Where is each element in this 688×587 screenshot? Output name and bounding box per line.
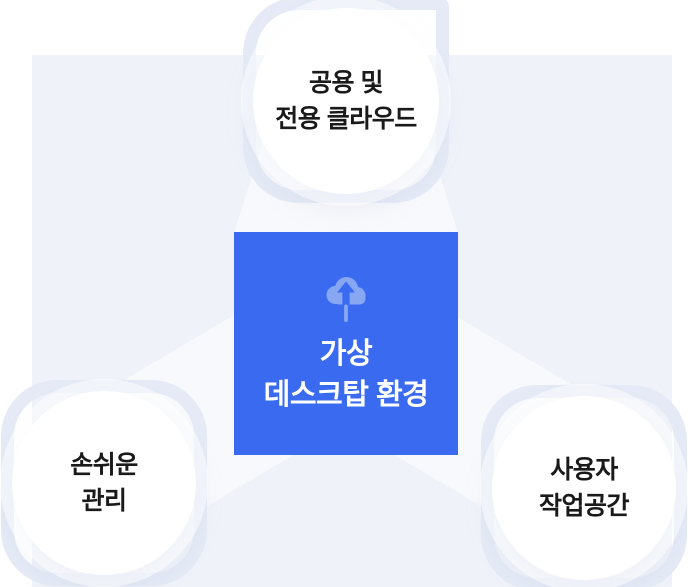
decor-frame-bottom-left bbox=[1, 380, 207, 586]
node-easy-management: 손쉬운 관리 bbox=[12, 391, 196, 575]
center-label: 가상 데스크탑 환경 bbox=[264, 334, 429, 414]
node-user-workspace: 사용자 작업공간 bbox=[492, 396, 676, 580]
node-public-private-cloud: 공용 및 전용 클라우드 bbox=[253, 8, 439, 194]
node-label-line: 작업공간 bbox=[538, 492, 630, 520]
node-label-line: 사용자 bbox=[550, 455, 618, 484]
cloud-upload-icon bbox=[326, 277, 366, 323]
center-virtual-desktop-card: 가상 데스크탑 환경 bbox=[234, 232, 458, 455]
node-label-line: 공용 및 bbox=[309, 68, 383, 97]
node-label-line: 손쉬운 bbox=[70, 450, 138, 479]
decor-frame-top bbox=[243, 0, 449, 203]
node-label-line: 전용 클라우드 bbox=[275, 105, 417, 133]
node-label-line: 관리 bbox=[81, 487, 127, 515]
center-label-line: 데스크탑 환경 bbox=[263, 378, 429, 411]
decor-frame-bottom-right bbox=[481, 385, 687, 587]
center-label-line: 가상 bbox=[319, 338, 373, 371]
